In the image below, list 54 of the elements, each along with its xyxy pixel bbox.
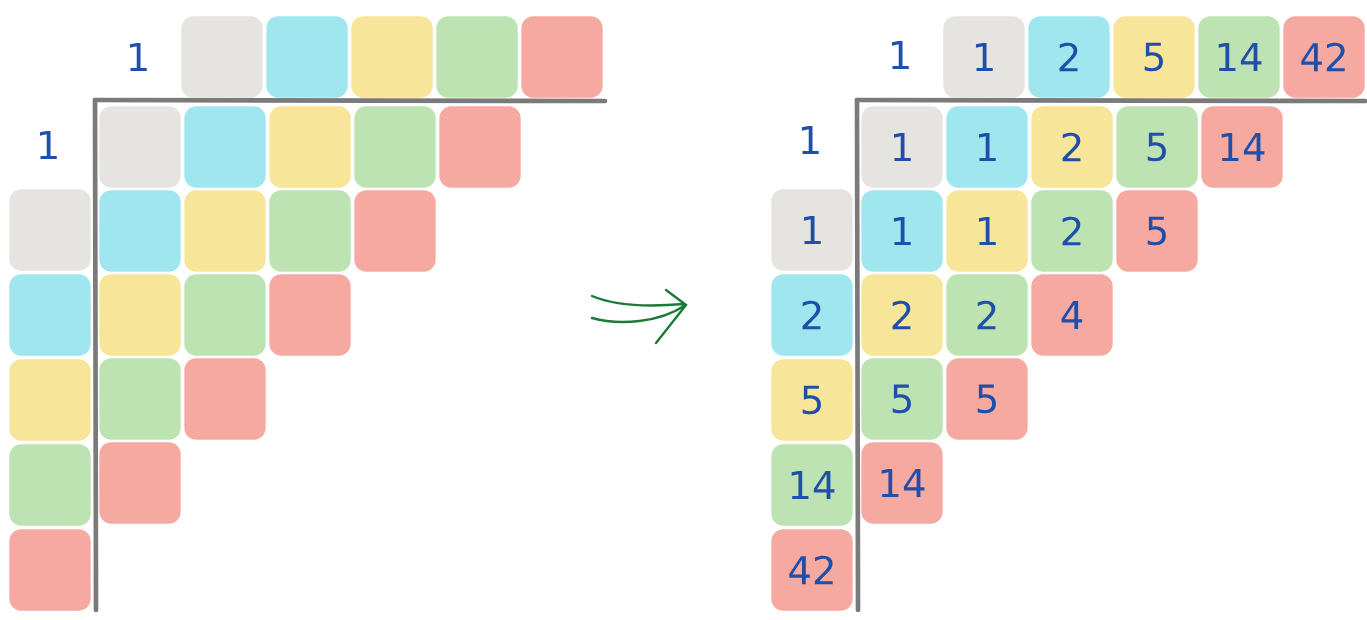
square xyxy=(354,190,436,272)
square xyxy=(184,274,266,356)
number-label: 1 xyxy=(801,125,819,155)
square xyxy=(184,358,266,440)
square xyxy=(269,274,351,356)
square xyxy=(269,106,351,188)
square xyxy=(269,190,351,272)
square xyxy=(99,190,181,272)
square xyxy=(9,189,91,271)
number-square: 14 xyxy=(1201,106,1283,188)
number-square: 14 xyxy=(861,442,943,524)
number-square: 14 xyxy=(1198,16,1280,98)
square xyxy=(9,274,91,356)
square xyxy=(351,16,433,98)
number-square: 1 xyxy=(861,190,943,272)
square xyxy=(521,16,603,98)
square xyxy=(354,106,436,188)
number-square: 5 xyxy=(946,358,1028,440)
square xyxy=(436,16,518,98)
number-square: 2 xyxy=(771,274,853,356)
square xyxy=(184,190,266,272)
number-square: 2 xyxy=(1031,106,1113,188)
square xyxy=(99,442,181,524)
square xyxy=(181,16,263,98)
number-square: 5 xyxy=(1116,106,1198,188)
square xyxy=(9,529,91,611)
number-square: 14 xyxy=(771,444,853,526)
number-label: 1 xyxy=(129,42,147,72)
square xyxy=(99,358,181,440)
square xyxy=(9,359,91,441)
square xyxy=(99,106,181,188)
number-square: 42 xyxy=(771,529,853,611)
number-label: 1 xyxy=(39,130,57,160)
number-square: 42 xyxy=(1283,16,1365,98)
number-square: 2 xyxy=(861,274,943,356)
number-square: 2 xyxy=(946,274,1028,356)
number-label: 1 xyxy=(891,40,909,70)
number-square: 1 xyxy=(771,189,853,271)
square xyxy=(266,16,348,98)
number-square: 1 xyxy=(946,190,1028,272)
number-square: 5 xyxy=(1116,190,1198,272)
number-square: 4 xyxy=(1031,274,1113,356)
square xyxy=(439,106,521,188)
number-square: 2 xyxy=(1031,190,1113,272)
number-square: 1 xyxy=(943,16,1025,98)
number-square: 5 xyxy=(861,358,943,440)
number-square: 5 xyxy=(1113,16,1195,98)
square xyxy=(184,106,266,188)
number-square: 1 xyxy=(861,106,943,188)
number-square: 1 xyxy=(946,106,1028,188)
number-square: 2 xyxy=(1028,16,1110,98)
square xyxy=(9,444,91,526)
square xyxy=(99,274,181,356)
number-square: 5 xyxy=(771,359,853,441)
